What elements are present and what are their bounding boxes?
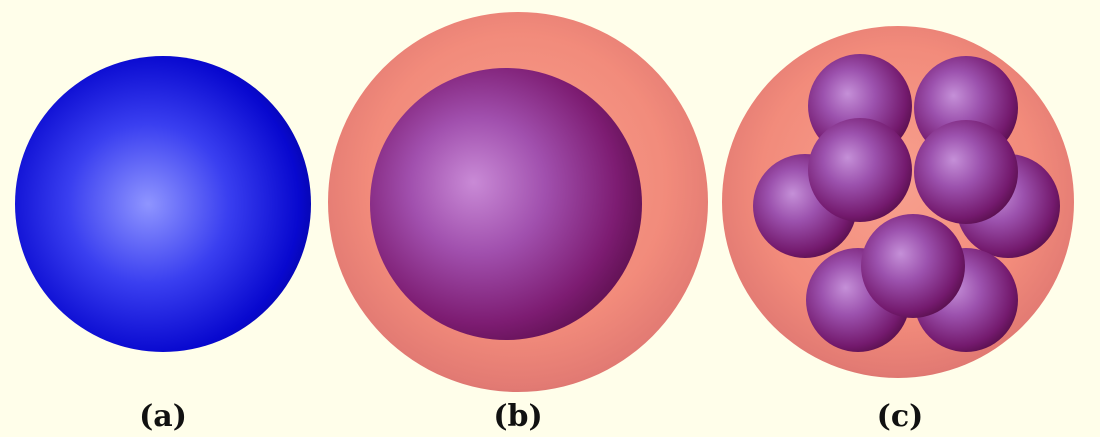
panel-c-label: (c) xyxy=(877,399,924,434)
solid-sphere xyxy=(15,56,311,352)
core-sphere xyxy=(370,68,642,340)
small-sphere xyxy=(861,214,965,318)
panel-a: (a) xyxy=(15,56,311,434)
panel-b-label: (b) xyxy=(493,399,542,434)
small-sphere xyxy=(808,118,912,222)
small-sphere xyxy=(914,120,1018,224)
panel-b: (b) xyxy=(328,12,708,434)
panel-a-label: (a) xyxy=(139,399,187,434)
panel-c: (c) xyxy=(722,26,1074,434)
